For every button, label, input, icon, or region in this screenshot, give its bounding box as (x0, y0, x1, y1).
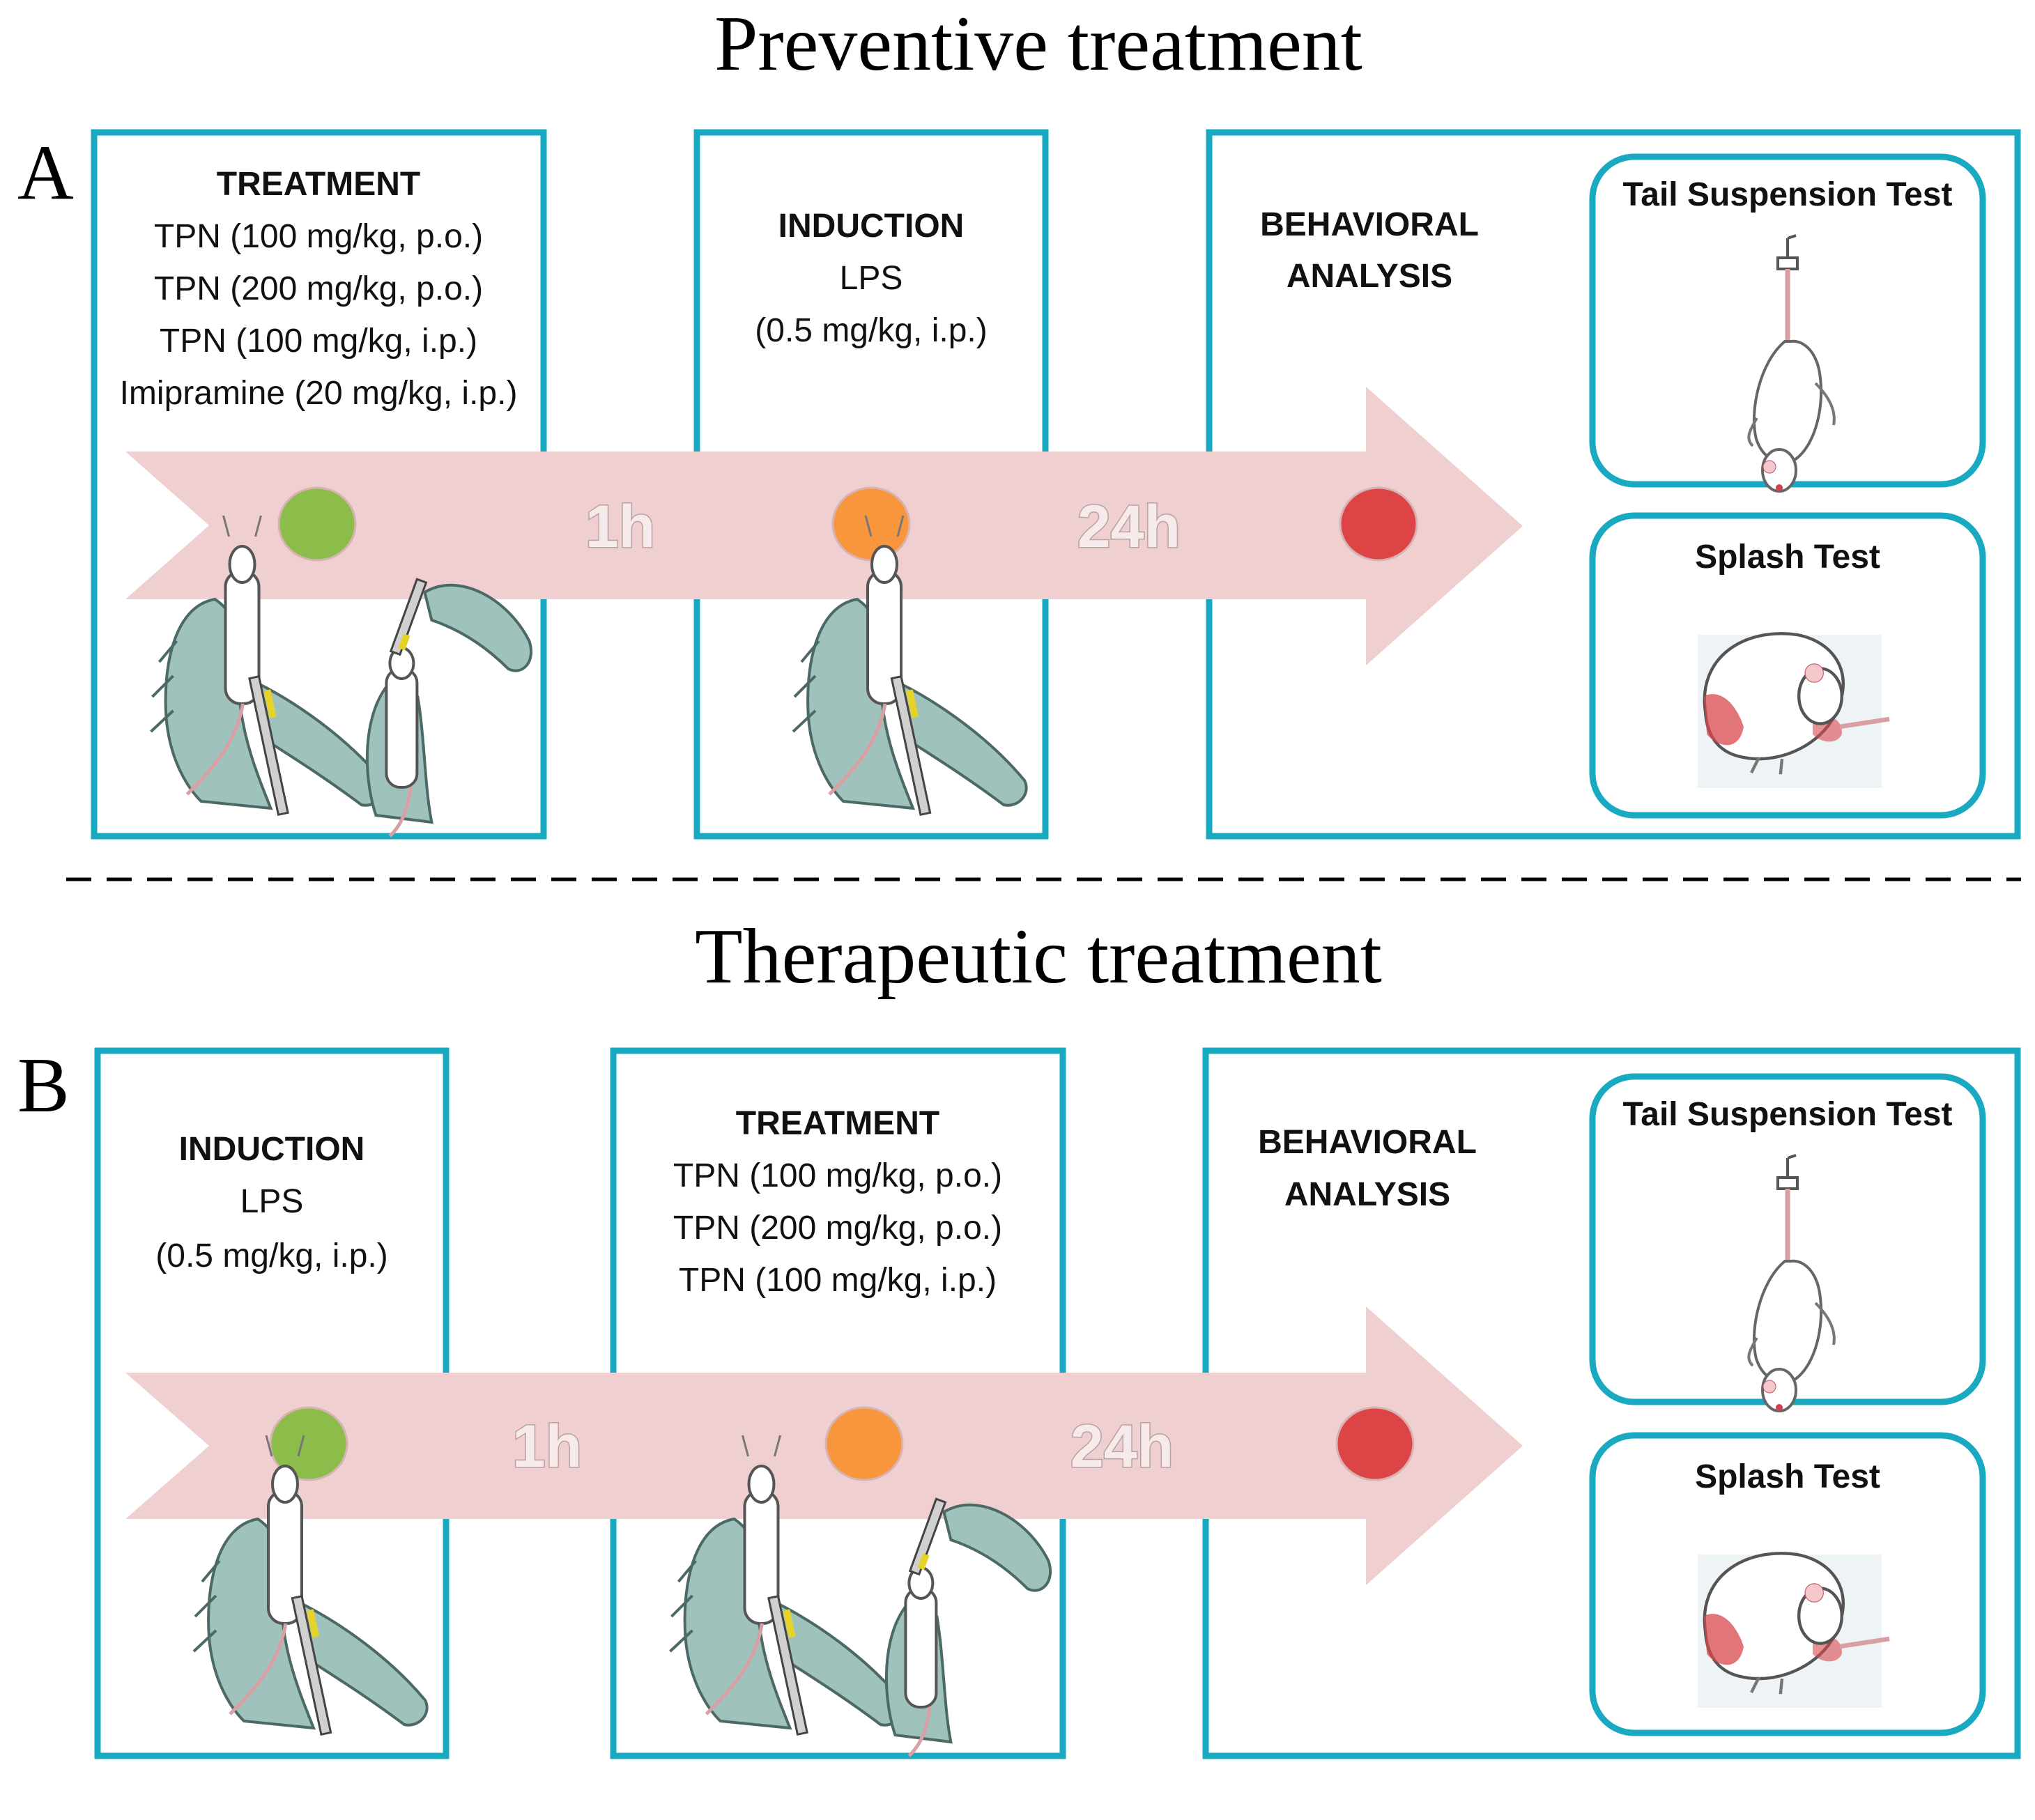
interval-label-1h: 1h (512, 1413, 582, 1480)
step2-line: TPN (100 mg/kg, i.p.) (679, 1262, 997, 1299)
start-dot (277, 486, 357, 562)
step1-line: (0.5 mg/kg, i.p.) (155, 1237, 387, 1274)
step2-line: TPN (100 mg/kg, p.o.) (673, 1157, 1002, 1194)
interval-label-1h: 1h (585, 493, 655, 560)
step1-line: Imipramine (20 mg/kg, i.p.) (120, 375, 518, 412)
splash-test-mouse-icon (1698, 633, 1889, 788)
behavioral-analysis-heading: ANALYSIS (1287, 258, 1452, 295)
splash-test-mouse-icon (1698, 1553, 1889, 1708)
step1-heading: INDUCTION (179, 1131, 365, 1168)
panel-a-title: Preventive treatment (714, 1, 1362, 87)
oral-gavage-icon (367, 579, 531, 836)
panel-b-title: Therapeutic treatment (695, 913, 1382, 1000)
splash-test-title: Splash Test (1695, 539, 1880, 576)
step2-heading: TREATMENT (736, 1105, 939, 1142)
panel-a-letter: A (17, 130, 74, 216)
step2-heading: INDUCTION (778, 208, 965, 245)
behavioral-analysis-heading: BEHAVIORAL (1258, 1124, 1477, 1161)
step2-line: (0.5 mg/kg, i.p.) (755, 312, 987, 349)
middle-dot (824, 1406, 904, 1481)
step1-line: TPN (200 mg/kg, p.o.) (154, 270, 483, 307)
tail-suspension-title: Tail Suspension Test (1623, 1096, 1953, 1133)
start-dot (269, 1406, 348, 1481)
step1-line: TPN (100 mg/kg, p.o.) (154, 218, 483, 255)
step2-line: LPS (840, 260, 903, 297)
tail-suspension-title: Tail Suspension Test (1623, 176, 1953, 213)
splash-test-title: Splash Test (1695, 1458, 1880, 1495)
behavioral-analysis-heading: ANALYSIS (1284, 1176, 1450, 1213)
timeline-arrow (125, 1306, 1523, 1585)
step1-heading: TREATMENT (217, 166, 420, 203)
interval-label-24h: 24h (1077, 493, 1181, 560)
step1-line: TPN (100 mg/kg, i.p.) (160, 323, 477, 360)
step1-line: LPS (240, 1183, 304, 1220)
step2-line: TPN (200 mg/kg, p.o.) (673, 1210, 1002, 1247)
end-dot (1339, 486, 1418, 562)
behavioral-analysis-heading: BEHAVIORAL (1260, 206, 1479, 243)
interval-label-24h: 24h (1070, 1413, 1174, 1480)
panel-b-letter: B (17, 1042, 70, 1129)
middle-dot (831, 486, 911, 562)
end-dot (1335, 1406, 1415, 1481)
oral-gavage-icon (886, 1499, 1050, 1756)
